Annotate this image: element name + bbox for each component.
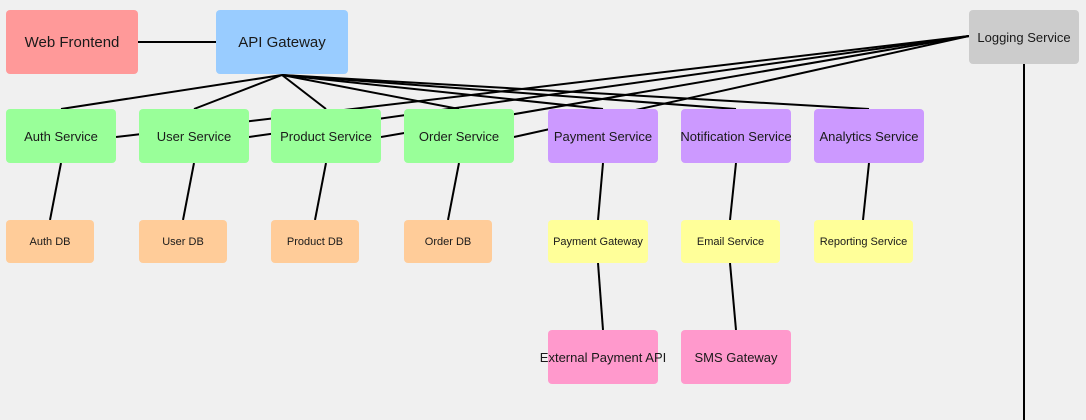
edge-order-orderdb — [447, 162, 460, 221]
payment-service-node: Payment Service — [548, 109, 658, 163]
edge-gateway-auth — [60, 74, 283, 110]
edge-analytics-reporting — [862, 162, 870, 221]
edge-gateway-user — [193, 74, 283, 110]
edge-payment-paygw — [597, 162, 604, 221]
email-service-node: Email Service — [681, 220, 780, 263]
sms-gateway-node: SMS Gateway — [681, 330, 791, 384]
edge-gateway-notification — [281, 74, 737, 110]
api-gateway-node: API Gateway — [216, 10, 348, 74]
logging-service-node: Logging Service — [969, 10, 1079, 64]
auth-db-node: Auth DB — [6, 220, 94, 263]
edge-user-userdb — [182, 162, 195, 221]
external-payment-api-node: External Payment API — [540, 330, 666, 384]
edge-notification-email — [729, 162, 737, 221]
edge-product-productdb — [314, 162, 327, 221]
edge-gateway-payment — [281, 74, 604, 110]
analytics-service-node: Analytics Service — [814, 109, 924, 163]
edge-gateway-product — [281, 74, 327, 110]
web-frontend-node: Web Frontend — [6, 10, 138, 74]
edge-gateway-order — [281, 74, 460, 110]
user-service-node: User Service — [139, 109, 249, 163]
edge-logging-auth — [115, 35, 970, 138]
edge-auth-authdb — [49, 162, 62, 221]
edge-paygw-extpay — [597, 262, 604, 331]
product-service-node: Product Service — [271, 109, 381, 163]
edge-email-sms — [729, 262, 737, 331]
order-db-node: Order DB — [404, 220, 492, 263]
auth-service-node: Auth Service — [6, 109, 116, 163]
order-service-node: Order Service — [404, 109, 514, 163]
product-db-node: Product DB — [271, 220, 359, 263]
user-db-node: User DB — [139, 220, 227, 263]
notification-service-node: Notification Service — [680, 109, 792, 163]
payment-gateway-node: Payment Gateway — [548, 220, 648, 263]
reporting-service-node: Reporting Service — [814, 220, 913, 263]
